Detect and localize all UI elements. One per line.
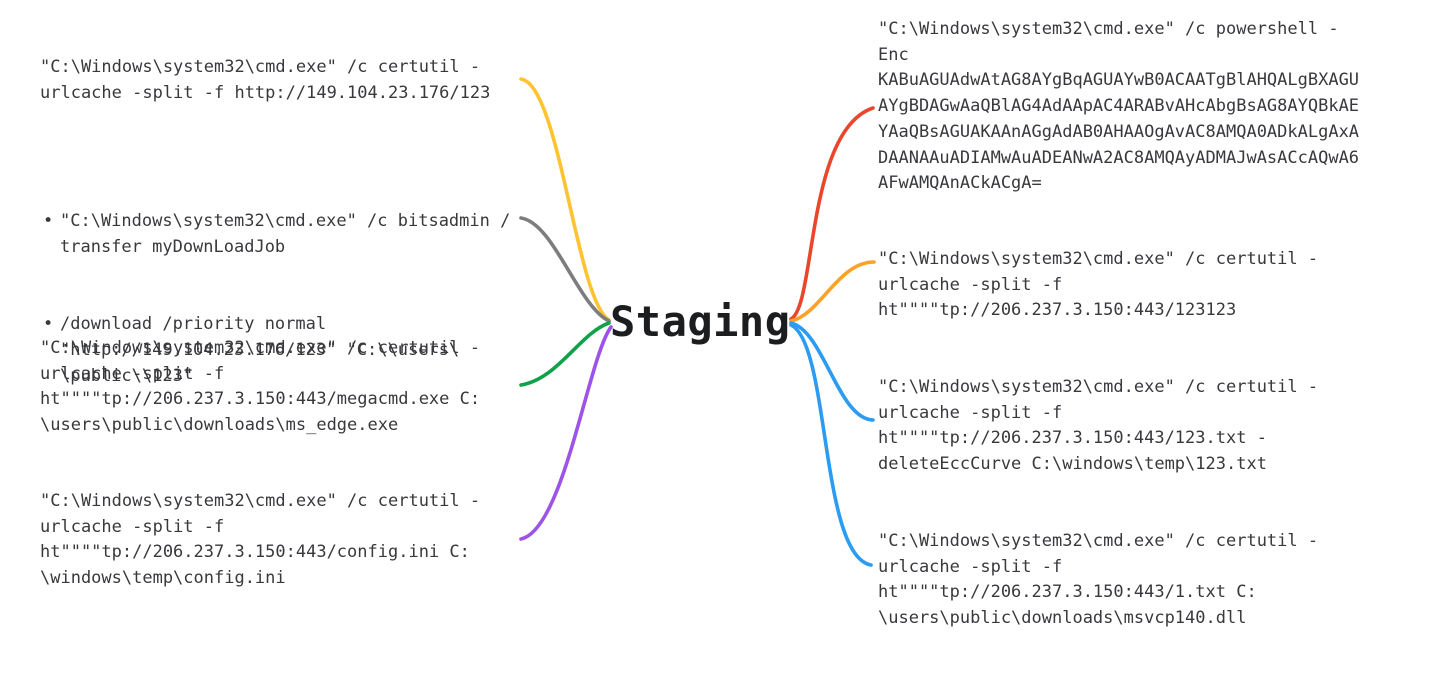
branch-curve-certutil-1-txt[interactable] <box>789 323 873 567</box>
bullet-icon: • <box>43 211 54 232</box>
branch-node-bitsadmin-transfer[interactable]: • "C:\Windows\system32\cmd.exe" /c bitsa… <box>40 158 510 441</box>
branch-node-certutil-megacmd[interactable]: "C:\Windows\system32\cmd.exe" /c certuti… <box>40 338 481 436</box>
branch-curve-certutil-megacmd[interactable] <box>519 321 611 387</box>
root-node-staging[interactable]: Staging <box>610 297 791 346</box>
bullet-text: "C:\Windows\system32\cmd.exe" /c bitsadm… <box>60 211 511 258</box>
branch-node-certutil-1-txt[interactable]: "C:\Windows\system32\cmd.exe" /c certuti… <box>878 531 1319 629</box>
branch-curve-certutil-http-149[interactable] <box>519 77 611 322</box>
branch-curve-bitsadmin-transfer[interactable] <box>519 216 611 323</box>
bullet-text: /download /priority normal "http://149.1… <box>60 314 460 386</box>
list-item: • "C:\Windows\system32\cmd.exe" /c bitsa… <box>40 209 510 260</box>
branch-node-certutil-http-149[interactable]: "C:\Windows\system32\cmd.exe" /c certuti… <box>40 57 491 103</box>
branch-node-powershell-enc[interactable]: "C:\Windows\system32\cmd.exe" /c powersh… <box>878 19 1360 194</box>
branch-node-certutil-123-txt[interactable]: "C:\Windows\system32\cmd.exe" /c certuti… <box>878 377 1319 475</box>
list-item: • /download /priority normal "http://149… <box>40 312 510 389</box>
bullet-icon: • <box>43 314 54 335</box>
branch-curve-certutil-123123[interactable] <box>789 260 876 323</box>
branch-node-certutil-config-ini[interactable]: "C:\Windows\system32\cmd.exe" /c certuti… <box>40 491 481 589</box>
branch-curve-certutil-123-txt[interactable] <box>789 321 875 422</box>
branch-curve-powershell-enc[interactable] <box>789 106 875 321</box>
branch-node-certutil-123123[interactable]: "C:\Windows\system32\cmd.exe" /c certuti… <box>878 249 1319 321</box>
branch-curve-certutil-config-ini[interactable] <box>519 325 613 541</box>
